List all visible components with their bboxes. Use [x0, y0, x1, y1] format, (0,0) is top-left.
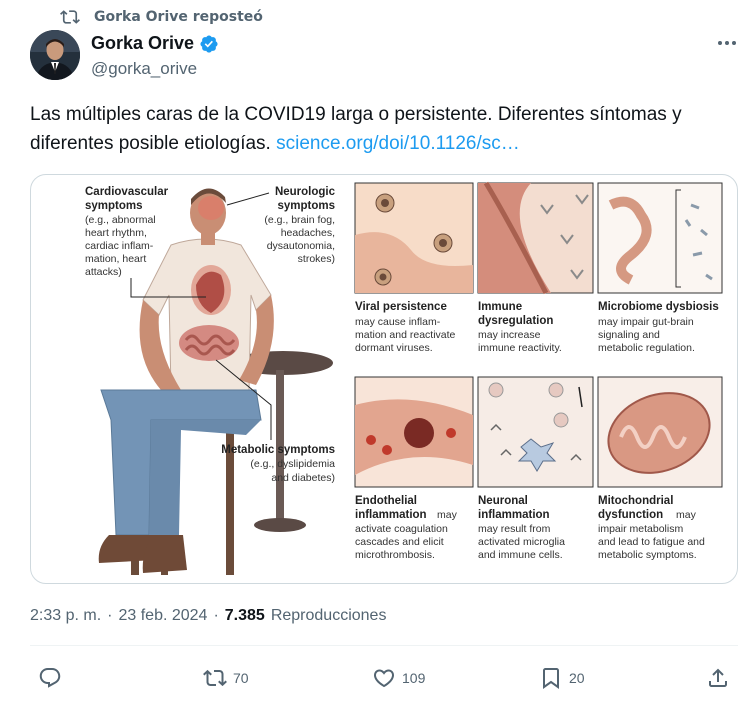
cardio-title1: Cardiovascular: [85, 186, 169, 198]
panel2-line1: may increase: [478, 329, 541, 341]
view-count: 7.385: [224, 607, 265, 624]
author-handle[interactable]: @gorka_orive: [91, 59, 198, 78]
tweet-date[interactable]: 23 feb. 2024: [118, 607, 208, 624]
panel3-line2: signaling and: [598, 329, 660, 341]
avatar-image: [30, 30, 80, 80]
neuro-label: Neurologic symptoms (e.g., brain fog, he…: [226, 186, 336, 265]
like-count: 109: [402, 670, 426, 686]
repost-label: Gorka Orive reposteó: [94, 9, 263, 25]
panel4-title2: inflammation: [355, 509, 427, 521]
panel6-title1: Mitochondrial: [598, 495, 673, 507]
cardio-line5: attacks): [85, 266, 122, 278]
panel-endothelial: Endothelial inflammation may activate co…: [354, 376, 474, 561]
view-label: Reproducciones: [270, 607, 387, 624]
panel-mitochondrial: Mitochondrial dysfunction may impair met…: [597, 376, 723, 561]
meta-separator: ·: [107, 607, 113, 624]
like-button[interactable]: 109: [372, 666, 425, 690]
reply-button[interactable]: [38, 666, 68, 690]
panel-immune-dysregulation: Immune dysregulation may increase immune…: [477, 181, 594, 354]
action-bar: 70 109 20: [0, 660, 746, 704]
tweet-body: Las múltiples caras de la COVID19 larga …: [30, 104, 682, 154]
verified-badge-icon: [200, 34, 218, 53]
tweet-link[interactable]: science.org/doi/10.1126/sc…: [276, 133, 520, 154]
cardio-line2: heart rhythm,: [85, 227, 147, 239]
panel2-title1: Immune: [478, 301, 522, 313]
reply-icon: [39, 668, 61, 688]
panel3-line3: metabolic regulation.: [598, 342, 695, 354]
meta-separator: ·: [213, 607, 219, 624]
author-name-row[interactable]: Gorka Orive: [91, 33, 219, 54]
panel5-title2: inflammation: [478, 509, 550, 521]
panel2-title2: dysregulation: [478, 315, 553, 327]
heart-icon: [373, 669, 395, 688]
tweet-time[interactable]: 2:33 p. m.: [30, 607, 102, 624]
panel6-line1: impair metabolism: [598, 523, 683, 535]
panel2-line2: immune reactivity.: [478, 342, 562, 354]
tweet-meta: 2:33 p. m. · 23 feb. 2024 · 7.385 Reprod…: [30, 607, 386, 625]
panel4-line2: cascades and elicit: [355, 536, 444, 548]
share-icon: [709, 668, 727, 687]
cardio-line3: cardiac inflam-: [85, 240, 154, 252]
avatar[interactable]: [30, 30, 80, 80]
panel5-line1: may result from: [478, 523, 551, 535]
panel5-line2: activated microglia: [478, 536, 565, 548]
panel3-line1: may impair gut-brain: [598, 316, 694, 328]
repost-button[interactable]: 70: [203, 666, 249, 690]
panel6-title2: dysfunction: [598, 509, 663, 521]
tweet-text: Las múltiples caras de la COVID19 larga …: [30, 100, 730, 158]
neuro-line4: strokes): [298, 253, 335, 265]
neuro-line1: (e.g., brain fog,: [264, 214, 335, 226]
cardio-line4: mation, heart: [85, 253, 146, 265]
panel4-title1: Endothelial: [355, 495, 417, 507]
cardio-line1: (e.g., abnormal: [85, 214, 156, 226]
seated-person-illustration: [98, 188, 333, 575]
panel5-title1: Neuronal: [478, 495, 528, 507]
divider: [30, 645, 738, 646]
bookmark-button[interactable]: 20: [539, 666, 585, 690]
panel1-line3: dormant viruses.: [355, 342, 433, 354]
panel6-inline: may: [676, 509, 697, 521]
repost-header[interactable]: Gorka Orive reposteó: [60, 6, 263, 28]
metab-line1: (e.g., dyslipidemia: [250, 458, 335, 470]
cardio-title2: symptoms: [85, 200, 143, 212]
panel-viral-persistence: Viral persistence may cause inflam- mati…: [354, 182, 474, 354]
repost-count: 70: [233, 670, 249, 686]
panel6-line3: metabolic symptoms.: [598, 549, 697, 561]
neuro-title1: Neurologic: [275, 186, 336, 198]
panel4-inline: may: [437, 509, 458, 521]
cardio-label: Cardiovascular symptoms (e.g., abnormal …: [85, 186, 206, 298]
more-options-icon[interactable]: [716, 34, 738, 52]
panel-microbiome: Microbiome dysbiosis may impair gut-brai…: [597, 182, 723, 354]
neuro-title2: symptoms: [277, 200, 335, 212]
panel1-title: Viral persistence: [355, 301, 447, 313]
panel6-line2: and lead to fatigue and: [598, 536, 705, 548]
metab-title: Metabolic symptoms: [221, 444, 335, 456]
bookmark-count: 20: [569, 670, 585, 686]
tweet-media[interactable]: Cardiovascular symptoms (e.g., abnormal …: [30, 174, 738, 584]
neuro-line3: dysautonomia,: [267, 240, 335, 252]
panel5-line3: and immune cells.: [478, 549, 563, 561]
metabolic-label: Metabolic symptoms (e.g., dyslipidemia a…: [215, 359, 335, 484]
panel4-line3: microthrombosis.: [355, 549, 435, 561]
panel1-line2: mation and reactivate: [355, 329, 456, 341]
panel1-line1: may cause inflam-: [355, 316, 441, 328]
panel4-line1: activate coagulation: [355, 523, 448, 535]
covid-figure: Cardiovascular symptoms (e.g., abnormal …: [85, 181, 723, 575]
panel3-title: Microbiome dysbiosis: [598, 301, 719, 313]
repost-icon: [203, 669, 227, 687]
author-name[interactable]: Gorka Orive: [91, 33, 195, 53]
neuro-line2: headaches,: [281, 227, 335, 239]
repost-icon: [60, 10, 80, 24]
bookmark-icon: [543, 668, 559, 689]
share-button[interactable]: [706, 666, 730, 690]
metab-line2: and diabetes): [271, 472, 335, 484]
panel-neuronal: Neuronal inflammation may result from ac…: [477, 376, 594, 561]
